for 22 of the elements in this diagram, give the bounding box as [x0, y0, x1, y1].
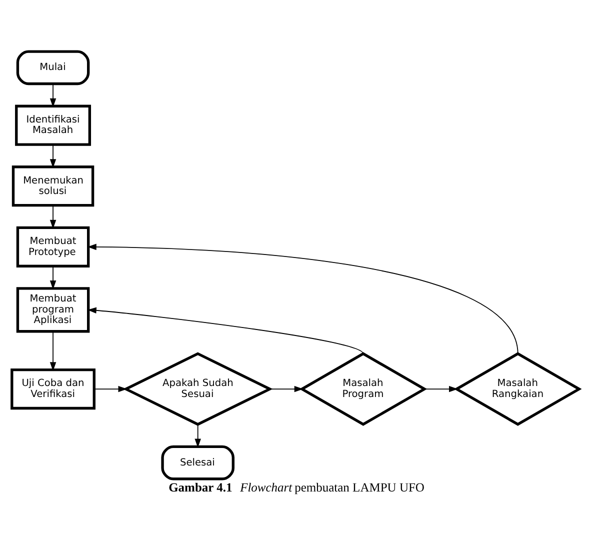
arrow — [87, 306, 364, 354]
arrow — [269, 385, 304, 392]
node-diamond: Masalah Program — [299, 352, 428, 426]
arrow — [94, 385, 128, 392]
node-box: Uji Coba dan Verifikasi — [10, 368, 96, 410]
node-box: Membuat program Aplikasi — [16, 286, 90, 332]
node-box: Menemukan solusi — [12, 165, 94, 206]
node-box: Identifikasi Masalah — [15, 104, 92, 146]
node-box: Mulai — [16, 50, 90, 85]
arrow — [50, 204, 56, 228]
node-diamond: Masalah Rangkaian — [454, 352, 582, 426]
arrow — [50, 144, 56, 168]
node-box: Selesai — [161, 444, 234, 480]
node-diamond: Apakah Sudah Sesuai — [122, 352, 273, 426]
arrow — [50, 82, 56, 107]
arrow — [194, 424, 201, 448]
node-box: Membuat Prototype — [16, 226, 90, 267]
arrow — [87, 243, 518, 354]
arrow — [424, 385, 458, 392]
arrow — [50, 330, 56, 371]
caption: Gambar 4.1 Flowchart pembuatan LAMPU UFO — [168, 480, 424, 494]
arrow — [50, 265, 56, 289]
